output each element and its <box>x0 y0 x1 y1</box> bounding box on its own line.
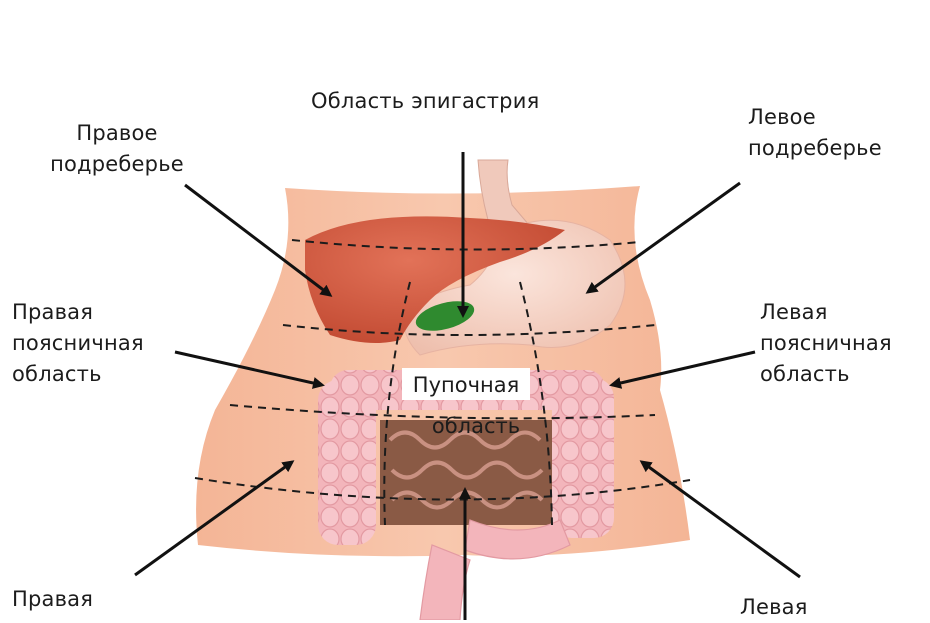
region-lines <box>194 239 691 526</box>
liver <box>305 216 565 344</box>
dashed-line-mid-upper <box>282 324 656 336</box>
label-right-lumbar-line1: Правая <box>12 300 94 324</box>
label-left-lumbar: Левая поясничная область <box>760 297 892 390</box>
label-left-lumbar-line3: область <box>760 362 850 386</box>
dashed-line-right-vertical <box>519 281 553 526</box>
label-right-hypochondrium-line2: подреберье <box>50 152 184 176</box>
arrow-right-lower <box>134 460 295 577</box>
label-left-hypochondrium-line2: подреберье <box>748 136 882 160</box>
label-right-lumbar-line3: область <box>12 362 102 386</box>
dashed-line-left-vertical <box>383 281 411 526</box>
arrow-left-hypochondrium <box>585 181 741 294</box>
arrow-left-lumbar <box>609 350 756 389</box>
label-epigastric: Область эпигастрия <box>311 89 540 113</box>
dashed-line-upper <box>291 239 641 251</box>
rectum <box>419 544 471 620</box>
label-right-hypochondrium: Правое подреберье <box>22 118 212 180</box>
label-left-lumbar-line1: Левая <box>760 300 828 324</box>
arrow-right-lumbar <box>174 350 325 389</box>
label-right-hypochondrium-line1: Правое <box>76 121 158 145</box>
arrow-left-lower <box>639 460 801 579</box>
dashed-line-mid-lower <box>229 404 656 420</box>
descending-colon <box>552 378 614 538</box>
arrow-right-hypochondrium <box>184 183 333 297</box>
pointer-arrows <box>134 152 801 620</box>
label-right-lower: Правая <box>12 587 94 611</box>
label-umbilical-line2: область <box>431 414 521 438</box>
label-left-hypochondrium: Левое подреберье <box>738 102 918 164</box>
sigmoid-colon <box>464 519 571 560</box>
ascending-colon <box>318 380 376 545</box>
label-left-lower: Левая <box>740 595 808 619</box>
small-intestine <box>380 420 555 525</box>
dashed-line-lower <box>194 477 691 501</box>
label-umbilical-line1: Пупочная <box>402 368 530 400</box>
label-right-lumbar: Правая поясничная область <box>12 297 144 390</box>
label-left-lumbar-line2: поясничная <box>760 331 892 355</box>
label-right-lumbar-line2: поясничная <box>12 331 144 355</box>
label-left-hypochondrium-line1: Левое <box>748 105 816 129</box>
